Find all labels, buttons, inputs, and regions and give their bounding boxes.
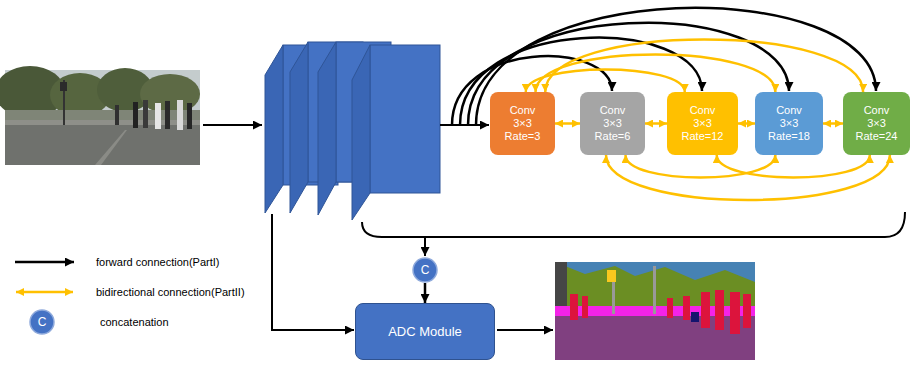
input-photo	[115, 105, 119, 125]
segmentation-output	[555, 262, 755, 360]
segmentation-output	[555, 262, 567, 306]
segmentation-output	[607, 270, 616, 282]
bidirectional-connector	[545, 40, 863, 93]
concat-circle: C	[412, 257, 438, 283]
bidirectional-connector	[823, 122, 843, 125]
input-photo	[60, 82, 67, 91]
flow-connector	[424, 283, 427, 303]
input-photo	[0, 66, 200, 165]
input-photo	[5, 122, 200, 165]
legend-symbol-letter: C	[30, 315, 54, 329]
legend-samples	[30, 310, 54, 334]
feature-maps	[290, 42, 308, 213]
bidirectional-connector	[645, 122, 667, 125]
segmentation-output	[743, 294, 751, 328]
bidirectional-connector	[738, 122, 755, 125]
node-text: ADC Module	[388, 324, 462, 340]
segmentation-output	[683, 296, 690, 320]
segmentation-output	[730, 292, 740, 334]
feature-maps	[265, 42, 440, 220]
legend-text: bidirectional connection(PartII)	[96, 285, 245, 299]
concat-bracket	[362, 212, 905, 237]
input-photo	[5, 110, 200, 124]
bidirectional-connector	[606, 155, 890, 200]
segmentation-output	[701, 292, 710, 328]
segmentation-output	[555, 262, 755, 360]
legend-text: forward connection(PartI)	[96, 255, 220, 269]
flow-arrow	[440, 124, 489, 126]
legend-samples	[16, 291, 73, 294]
node-text: Conv 3×3 Rate=12	[682, 104, 724, 144]
input-photo	[143, 100, 148, 128]
flow-arrow	[424, 237, 426, 256]
segmentation-output	[653, 266, 656, 314]
input-photo	[165, 101, 170, 129]
node-text: Conv 3×3 Rate=6	[595, 104, 631, 144]
feature-maps	[318, 42, 336, 215]
node-text: Conv 3×3 Rate=3	[505, 104, 541, 144]
flow-arrow	[497, 329, 553, 331]
circle-outline	[413, 258, 437, 282]
segmentation-output	[582, 296, 588, 318]
adc-module-box: ADC Module	[355, 303, 495, 360]
feature-maps	[370, 45, 440, 193]
feature-maps	[265, 45, 283, 213]
conv-box: Conv 3×3 Rate=18	[755, 92, 823, 155]
input-photo	[5, 120, 200, 125]
legend-samples	[15, 261, 74, 264]
legend-text: concatenation	[100, 315, 169, 329]
conv-box: Conv 3×3 Rate=6	[580, 92, 645, 155]
input-photo	[95, 130, 127, 165]
input-photo	[133, 102, 138, 128]
input-photo	[187, 103, 192, 129]
conv-box: Conv 3×3 Rate=12	[667, 92, 738, 155]
feature-maps	[352, 45, 370, 220]
input-photo	[155, 103, 161, 129]
segmentation-output	[667, 298, 673, 318]
node-text: Conv 3×3 Rate=24	[856, 104, 898, 144]
bidirectional-connector	[717, 155, 870, 178]
node-text: C	[421, 263, 430, 277]
flow-arrow	[203, 124, 262, 126]
conv-box: Conv 3×3 Rate=3	[490, 92, 555, 155]
segmentation-output	[715, 290, 724, 330]
bidirectional-connector	[555, 122, 580, 125]
segmentation-output	[570, 294, 578, 320]
node-text: Conv 3×3 Rate=18	[768, 104, 810, 144]
input-photo	[177, 100, 183, 130]
conv-box: Conv 3×3 Rate=24	[843, 92, 910, 155]
segmentation-output	[691, 312, 699, 322]
legend-samples	[15, 262, 74, 334]
skip-connection	[272, 214, 354, 330]
